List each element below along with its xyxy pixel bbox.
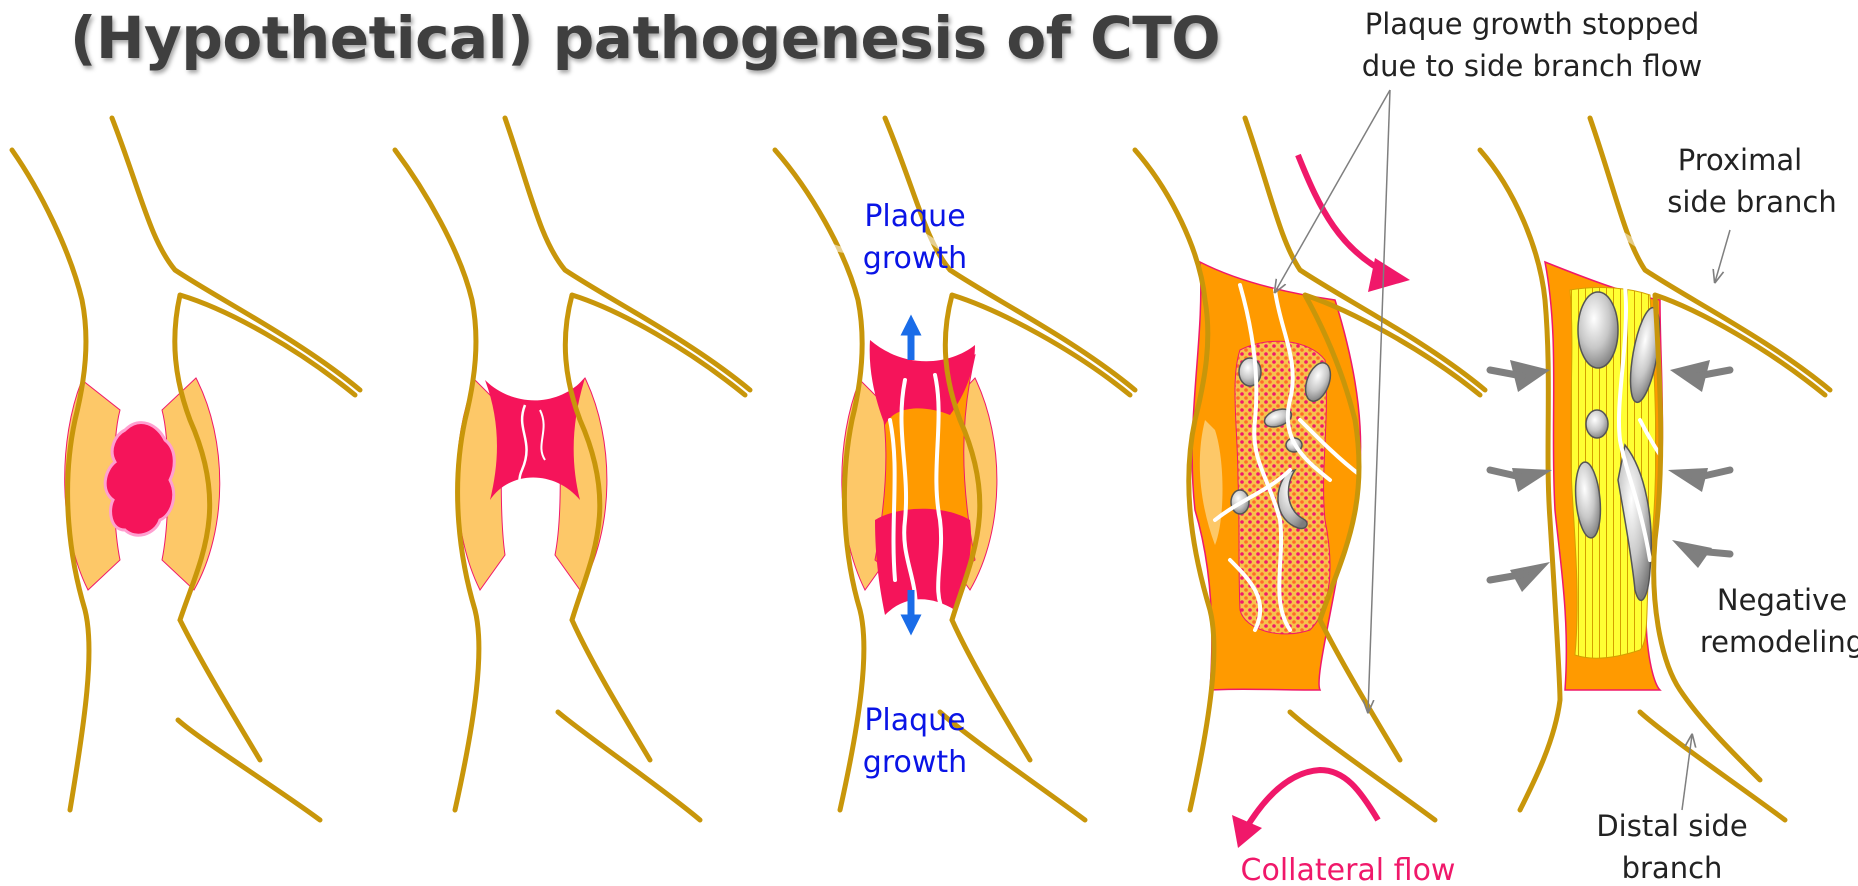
plaque-growth-top-line2: growth (863, 241, 967, 276)
proximal-label-line2: side branch (1667, 185, 1836, 219)
side-branch-flow-arrowhead (1368, 258, 1410, 292)
collateral-flow-arrow (1245, 770, 1378, 830)
negative-remodeling-line2: remodeling (1700, 625, 1858, 659)
proximal-callout-line (1715, 230, 1730, 282)
distal-label-line2: branch (1622, 851, 1723, 885)
plaque-growth-top-line1: Plaque (864, 199, 965, 234)
stopped-label-line1: Plaque growth stopped (1365, 7, 1700, 41)
distal-label-line1: Distal side (1596, 809, 1747, 843)
collateral-flow-arrowhead (1232, 815, 1262, 848)
plaque-growth-bottom-line1: Plaque (864, 703, 965, 738)
panel-2-occlusion (395, 118, 750, 820)
collateral-flow-label: Collateral flow (1241, 853, 1456, 886)
side-branch-flow-arrow (1298, 155, 1390, 275)
callout-line-to-distal (1368, 90, 1390, 712)
plaque-growth-bottom-line2: growth (863, 745, 967, 780)
negative-remodeling-line1: Negative (1717, 583, 1847, 617)
panel-1-thrombus (105, 423, 174, 536)
panel-5-negative-remodeling (1480, 118, 1830, 820)
remodel-arrow-right-mid (1668, 468, 1708, 492)
panel-4-side-branch-flow (1135, 90, 1485, 848)
stopped-label-line2: due to side branch flow (1362, 49, 1703, 83)
panel-1-early-plaque (12, 118, 360, 820)
proximal-label-line1: Proximal (1678, 143, 1802, 177)
